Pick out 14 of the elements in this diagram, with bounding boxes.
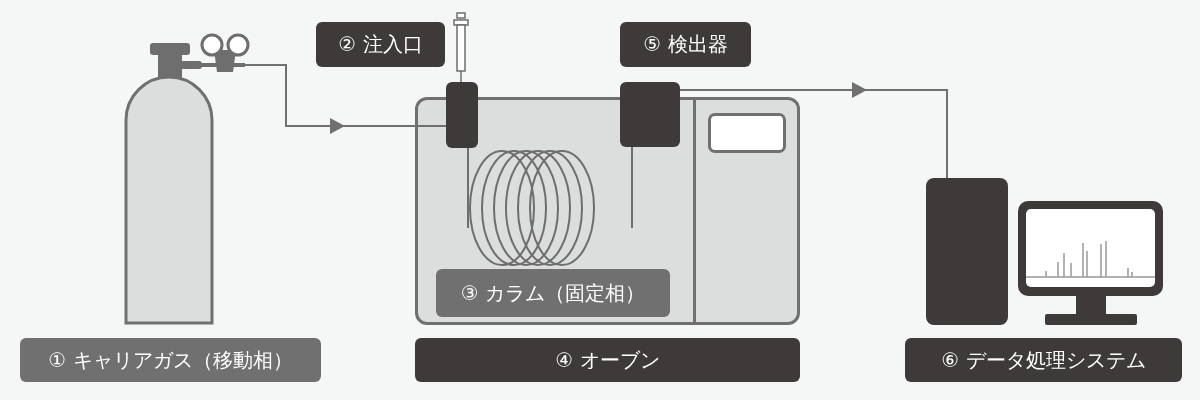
oven-body (415, 97, 800, 325)
gas-label: ① キャリアガス（移動相） (20, 338, 321, 382)
data-system-label: ⑥ データ処理システム (905, 338, 1182, 382)
computer-drawing (926, 178, 1163, 325)
flow-arrow (679, 82, 948, 179)
gas-cylinder-drawing (124, 33, 250, 325)
injection-port-block (446, 82, 478, 148)
inlet-label: ② 注入口 (316, 22, 445, 67)
detector-label: ⑤ 検出器 (620, 22, 751, 67)
display-window (708, 113, 786, 153)
oven-label: ④ オーブン (415, 338, 800, 382)
column-label: ③ カラム（固定相） (436, 269, 670, 317)
detector-block (620, 82, 680, 147)
flow-arrow (244, 64, 447, 134)
